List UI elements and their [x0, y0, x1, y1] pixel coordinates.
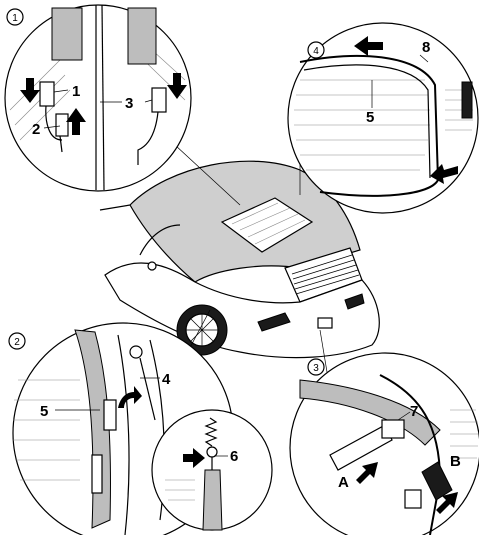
connector-socket-left	[55, 113, 69, 137]
frame-edge	[117, 334, 130, 535]
arrow-up-right-icon	[356, 462, 378, 484]
callout-7: 7	[410, 403, 418, 420]
rear-window-frame	[299, 54, 440, 197]
number-plate	[317, 317, 333, 329]
tool-a	[329, 424, 393, 471]
step-badge-4	[307, 41, 325, 59]
windshield-frame	[99, 204, 131, 211]
rear-light	[257, 312, 291, 332]
detail-view-4: 4 5 8	[287, 22, 479, 214]
detail-4-window-hatching	[294, 79, 430, 171]
arrow-down-icon	[20, 78, 40, 103]
arrow-down-icon	[167, 73, 187, 99]
clip	[103, 399, 117, 431]
cable-left-lower	[59, 135, 63, 153]
connector-plug-right	[151, 87, 167, 113]
arrow-up-right-icon	[436, 492, 458, 514]
step-number-2: 2	[14, 337, 20, 348]
strap-right	[127, 7, 157, 65]
cable-right	[137, 111, 159, 165]
callout-5-bottom: 5	[40, 403, 48, 420]
frame-rail	[101, 4, 105, 191]
connector-plug-left	[39, 81, 55, 107]
rear-window-hatching	[231, 202, 306, 245]
door-line	[139, 224, 181, 256]
bolt	[129, 345, 143, 359]
step-badge-1	[6, 8, 24, 26]
car-illustration	[99, 160, 380, 359]
fuel-cap	[147, 261, 157, 271]
callout-3: 3	[125, 95, 133, 112]
retainer	[404, 489, 422, 509]
strap	[202, 469, 223, 531]
spring	[204, 417, 218, 447]
strap-left	[51, 7, 83, 61]
wheel-spokes	[186, 314, 218, 346]
callout-4: 4	[162, 371, 171, 388]
rear-window-seal	[303, 64, 431, 179]
spring-eye	[206, 446, 218, 458]
arrow-up-icon	[66, 108, 86, 135]
arrow-left-icon	[430, 164, 458, 184]
step-number-4: 4	[313, 46, 319, 57]
curved-arrow-icon	[118, 386, 142, 408]
detail-6-ribs	[165, 479, 195, 501]
detail-3-ribs	[450, 409, 478, 459]
detail-2-window-hatching	[13, 379, 80, 481]
callout-5-top: 5	[366, 109, 374, 126]
callout-b: B	[450, 453, 461, 470]
callout-1: 1	[72, 83, 80, 100]
engine-vents	[291, 254, 360, 295]
detail-view-6: 6	[151, 409, 273, 531]
latch	[91, 454, 103, 494]
step-badge-3	[307, 358, 325, 376]
arrow-left-icon	[354, 36, 383, 56]
arrow-right-icon	[183, 448, 205, 468]
detail-circle-4	[287, 22, 479, 214]
callout-8: 8	[422, 39, 430, 56]
clip-7	[381, 419, 405, 439]
callout-6: 6	[230, 448, 238, 465]
detail-view-1: 1 1 2 3	[4, 4, 192, 192]
roof-seal-strip	[299, 379, 441, 446]
detail-view-3: 3 7 A B	[289, 352, 479, 535]
rear-light	[344, 293, 365, 310]
callout-2: 2	[32, 121, 40, 138]
tension-cable	[139, 357, 156, 421]
cable-left	[45, 105, 63, 141]
step-badge-2	[8, 332, 26, 350]
step-number-1: 1	[12, 13, 18, 24]
rear-window	[220, 197, 314, 253]
callout-a: A	[338, 474, 349, 491]
side-vent	[461, 81, 473, 119]
step-number-3: 3	[313, 363, 319, 374]
tool-b	[421, 461, 453, 501]
